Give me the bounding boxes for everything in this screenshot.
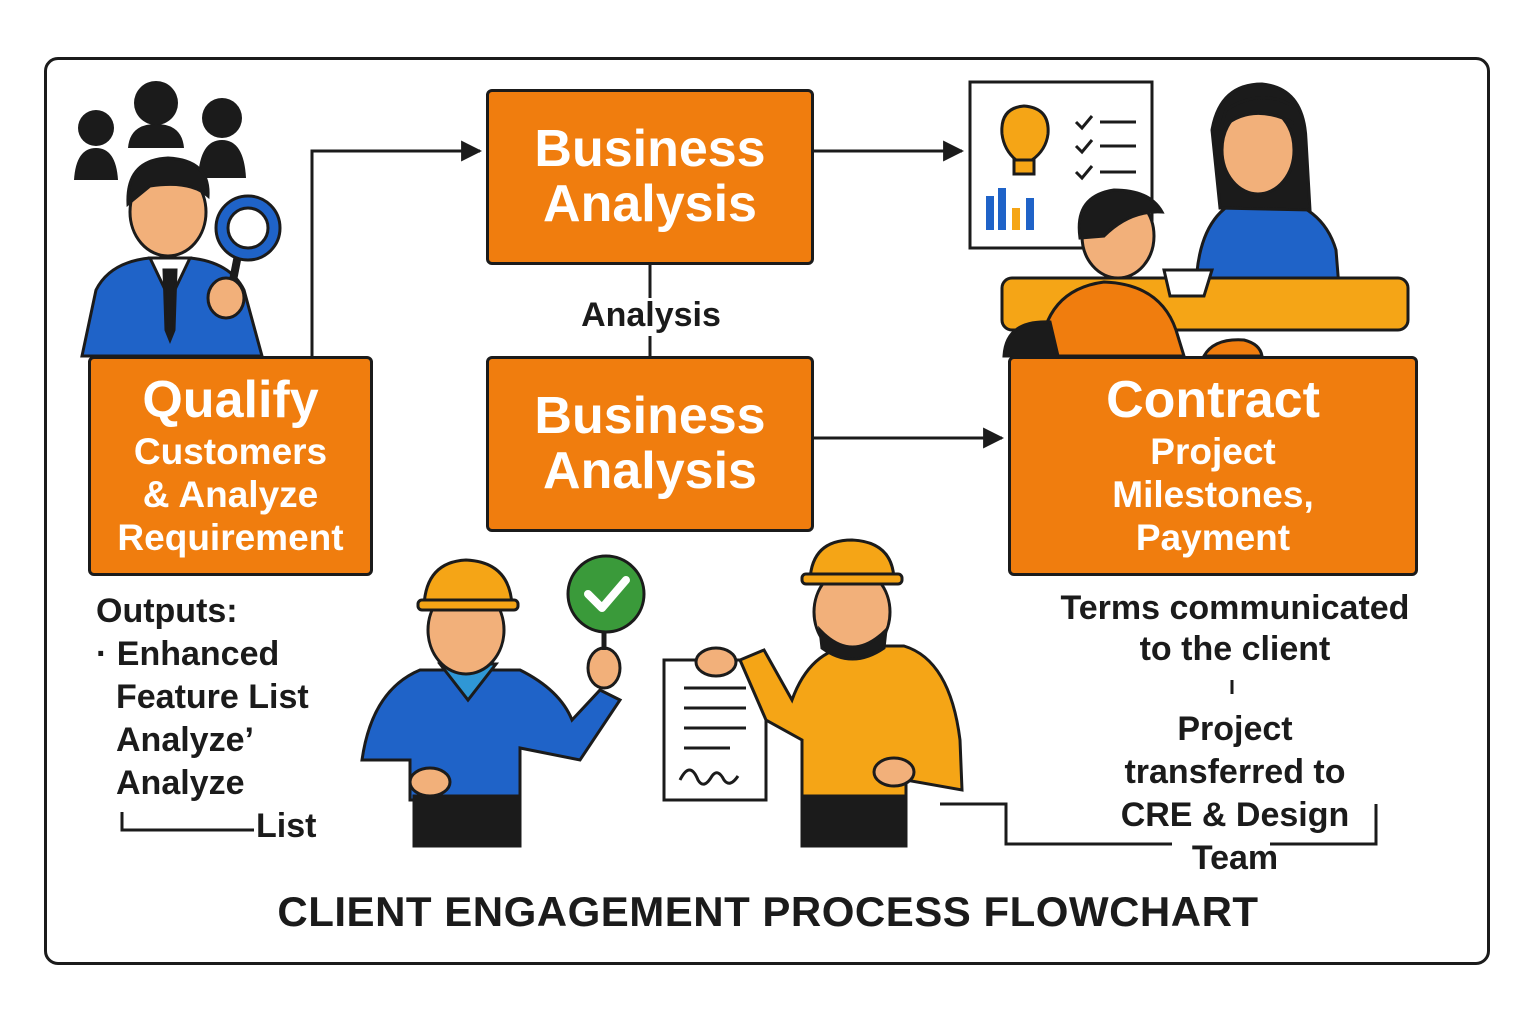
business-analysis-box-top: Business Analysis (486, 89, 814, 265)
qualify-box: Qualify Customers & Analyze Requirement (88, 356, 373, 576)
box-line: Milestones, (1112, 474, 1314, 516)
check-badge-icon (566, 554, 646, 634)
connector-label: Analysis (581, 296, 721, 334)
terms-note: Terms communicated to the client (1010, 588, 1460, 670)
list-item: Analyze’ (116, 721, 254, 759)
business-analysis-box-bottom: Business Analysis (486, 356, 814, 532)
outputs-heading: Outputs: (96, 592, 238, 630)
box-line: Customers (133, 431, 328, 473)
businessman-magnifier-icon (80, 156, 282, 358)
note-line: CRE & Design (1120, 796, 1350, 834)
box-line: Business (534, 120, 766, 179)
note-line: Terms communicated (1060, 589, 1410, 627)
diagram-frame (44, 57, 1490, 965)
list-item: · Enhanced (96, 635, 280, 673)
worker-thumbs-up-icon (360, 558, 623, 848)
box-line: Project (1150, 431, 1276, 473)
list-item: Analyze (116, 764, 245, 802)
meeting-people-icon (1000, 82, 1410, 358)
box-line: & Analyze (142, 474, 319, 516)
connectors (120, 140, 1378, 846)
box-heading: Qualify (142, 370, 319, 429)
worker-contract-icon (738, 538, 964, 848)
box-heading: Contract (1106, 370, 1320, 429)
box-line: Analysis (543, 175, 757, 233)
box-line: Analysis (543, 442, 757, 500)
outputs-list: Outputs: · Enhanced Feature List Analyze… (96, 590, 316, 848)
note-line: to the client (1139, 630, 1331, 668)
note-line: Project (1177, 710, 1293, 748)
list-item: Feature List (116, 678, 309, 716)
box-line: Payment (1135, 516, 1291, 558)
contract-box: Contract Project Milestones, Payment (1008, 356, 1418, 576)
bracket-transfer (940, 802, 1378, 846)
note-line: Team (1191, 839, 1279, 877)
box-line: Requirement (117, 516, 344, 558)
note-line: transferred to (1124, 753, 1346, 791)
transfer-note: Project transferred to CRE & Design Team (1040, 708, 1430, 880)
people-silhouettes-icon (74, 81, 246, 180)
arrow-qualify-to-analysis (310, 140, 483, 356)
diagram-title: CLIENT ENGAGEMENT PROCESS FLOWCHART (277, 888, 1259, 935)
bracket-outputs (120, 812, 254, 832)
list-item: List (256, 807, 317, 845)
box-line: Business (534, 387, 766, 446)
